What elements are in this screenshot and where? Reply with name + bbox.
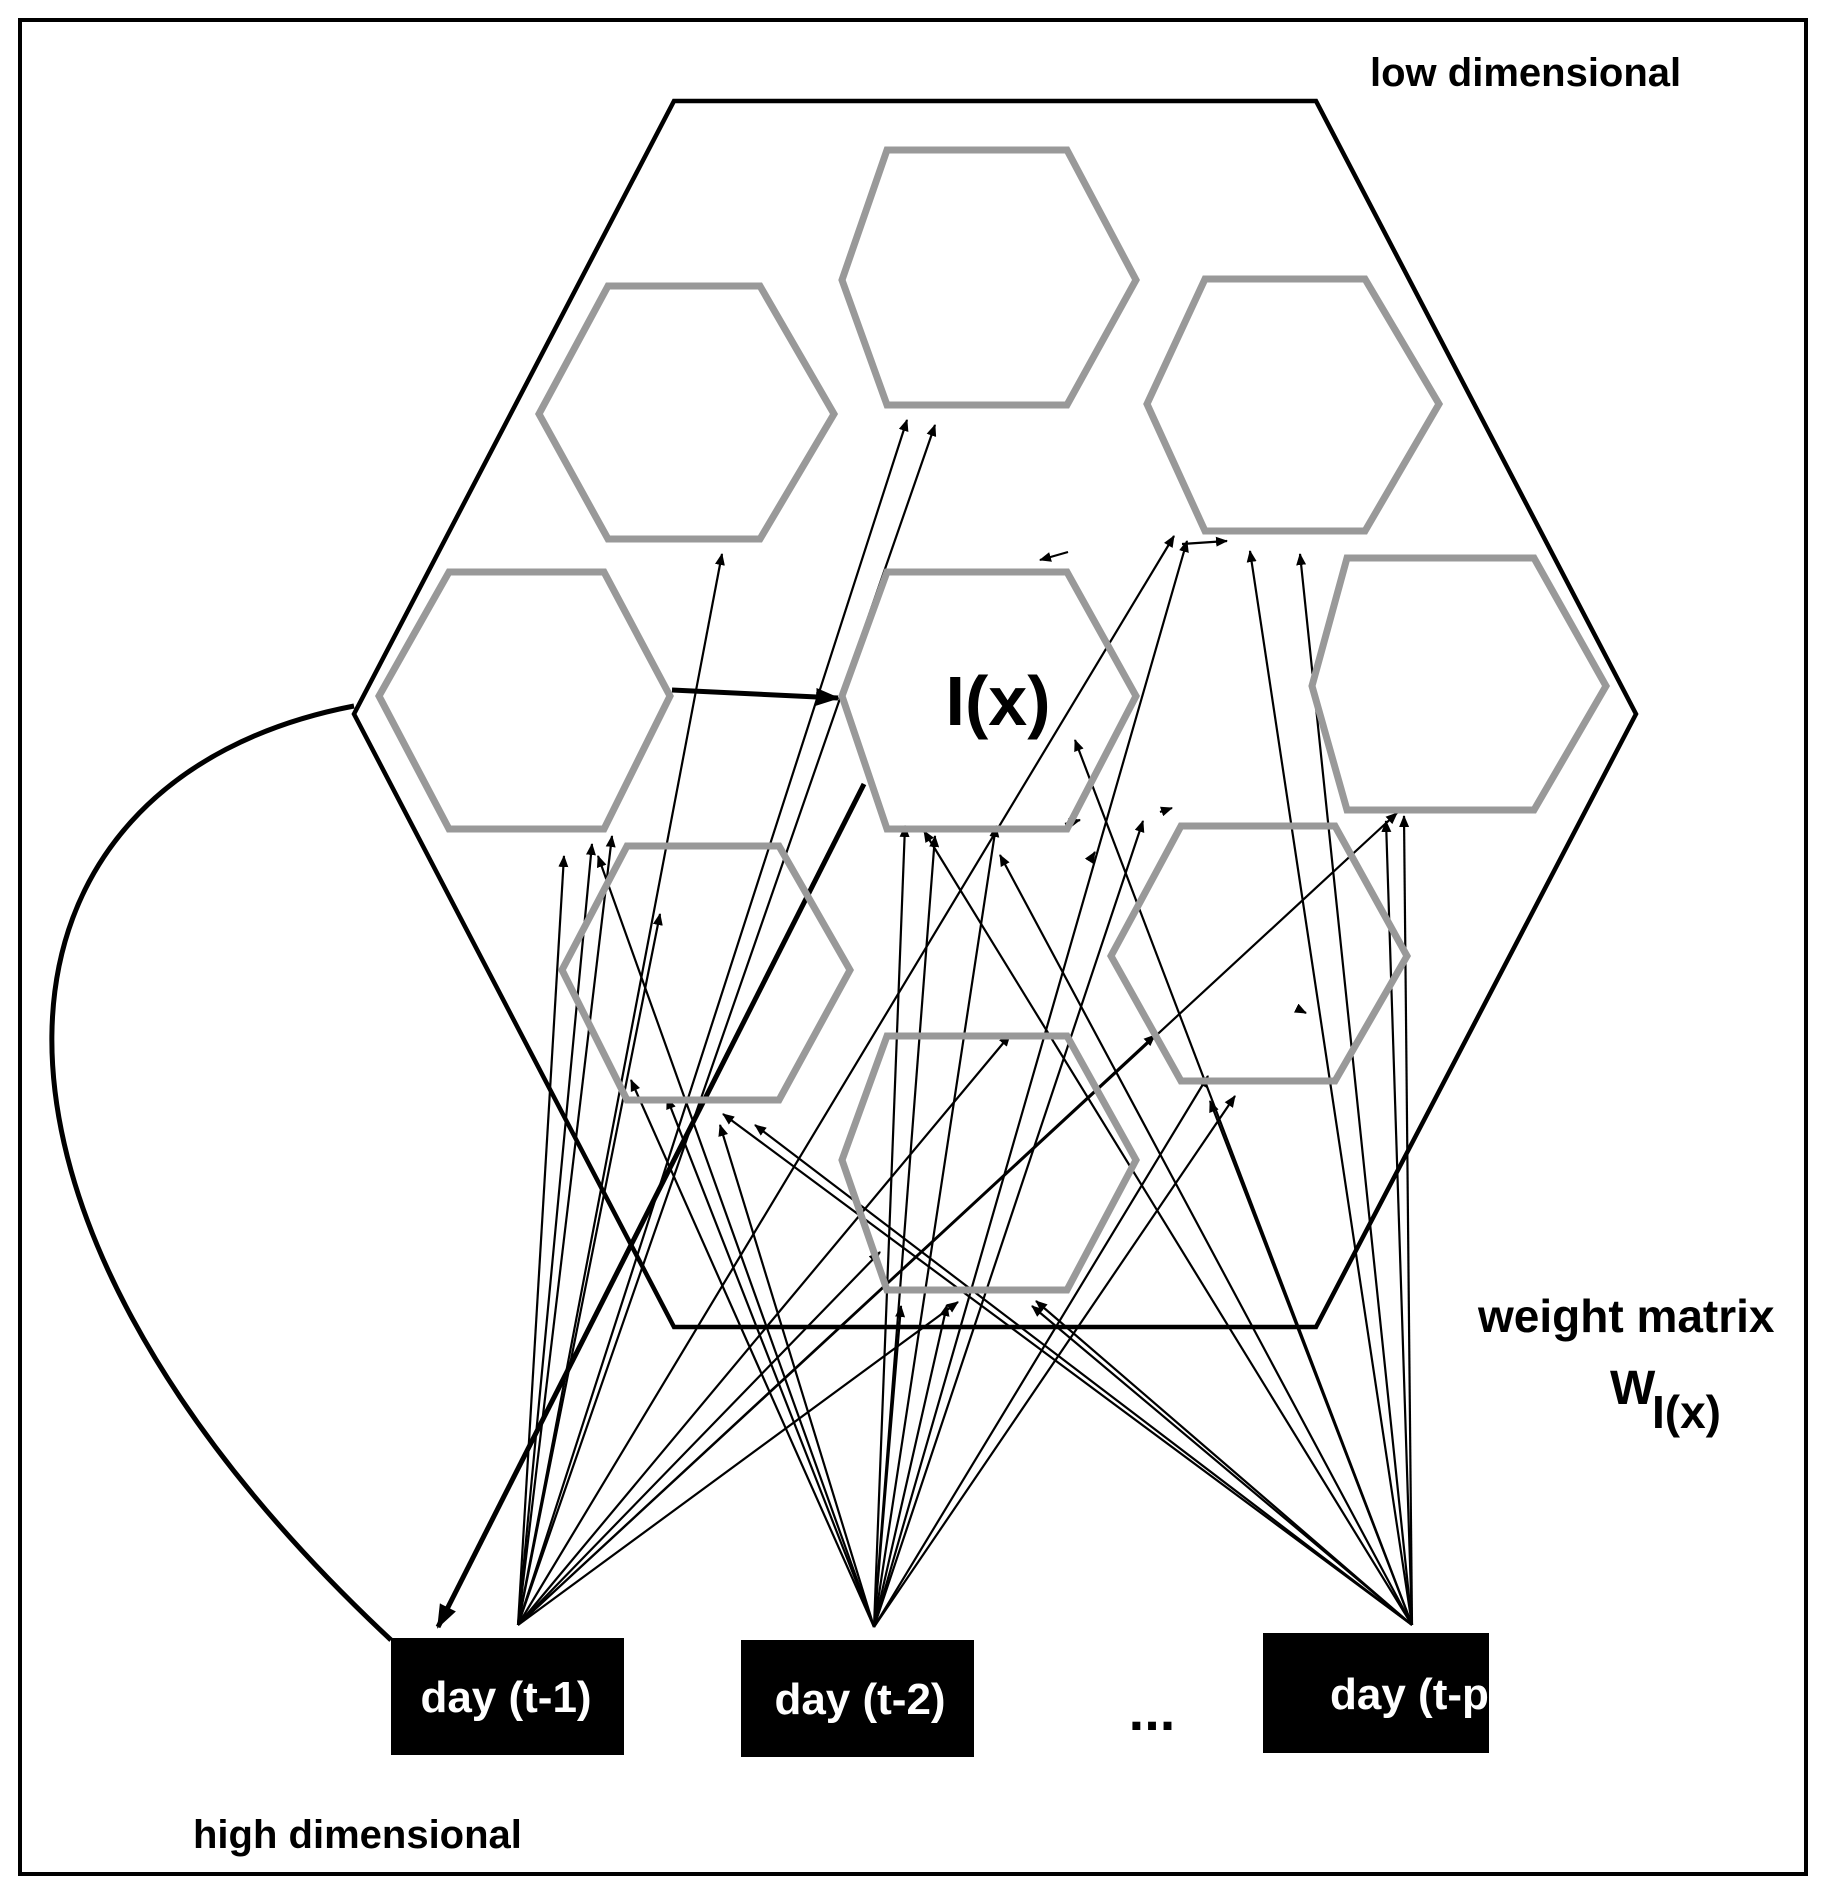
weight-symbol: W bbox=[1610, 1362, 1656, 1415]
lateral-arrow bbox=[1039, 550, 1069, 562]
som-cell-top bbox=[838, 146, 1140, 409]
connection-arrow bbox=[872, 1305, 906, 1628]
connection-arrow bbox=[516, 835, 616, 1626]
map-boundary-hexagon bbox=[351, 98, 1639, 1330]
ellipsis-label: ... bbox=[1129, 1679, 1176, 1742]
som-cell-bottom bbox=[838, 1032, 1140, 1294]
connection-arrow bbox=[517, 1251, 881, 1626]
low-dimensional-label: low dimensional bbox=[1370, 51, 1681, 95]
som-cell-lower-left bbox=[558, 842, 855, 1104]
connection-arrow bbox=[517, 812, 1398, 1626]
connection-arrow bbox=[596, 855, 876, 1628]
lateral-arrow bbox=[1159, 806, 1173, 817]
som-cell-upper-right bbox=[1143, 275, 1444, 535]
som-cell-upper-left bbox=[535, 282, 839, 543]
input-label-clip: day (t-p) bbox=[1330, 1670, 1504, 1719]
connection-arrow bbox=[1246, 550, 1414, 1626]
neighbor-update-arrow bbox=[671, 687, 840, 706]
connection-arrow bbox=[873, 1095, 1236, 1628]
lateral-arrow bbox=[1293, 1003, 1307, 1014]
connection-arrow bbox=[872, 820, 1145, 1628]
input-label: day (t-p) bbox=[1330, 1670, 1504, 1719]
connection-arrow bbox=[516, 855, 569, 1626]
frame-border bbox=[18, 18, 1808, 1876]
connection-arrow bbox=[872, 540, 1189, 1628]
lateral-arrow bbox=[1084, 851, 1096, 864]
projection-curve bbox=[49, 703, 393, 1642]
weight-matrix-label: weight matrix bbox=[1477, 1290, 1775, 1342]
connection-arrow bbox=[754, 1124, 1413, 1626]
connection-arrow bbox=[516, 419, 909, 1626]
som-cells bbox=[375, 146, 1611, 1294]
input-box bbox=[391, 1638, 624, 1755]
lateral-arrow bbox=[1181, 536, 1228, 547]
connection-arrow bbox=[517, 1301, 959, 1626]
connection-arrow bbox=[873, 1075, 1209, 1628]
connection-arrow bbox=[665, 1097, 876, 1628]
som-cell-lower-right bbox=[1107, 822, 1412, 1085]
weight-subscript: I(x) bbox=[1652, 1386, 1721, 1438]
connection-arrow bbox=[718, 1124, 876, 1628]
connection-arrow bbox=[872, 825, 1000, 1628]
connection-arrow bbox=[629, 1079, 876, 1628]
connection-arrow bbox=[516, 843, 596, 1626]
high-dimensional-label: high dimensional bbox=[193, 1813, 522, 1857]
som-cell-right bbox=[1308, 554, 1611, 814]
input-label: day (t-2) bbox=[774, 1675, 945, 1724]
som-cell-left bbox=[375, 568, 674, 833]
connection-arrow bbox=[1381, 820, 1414, 1626]
input-box bbox=[1263, 1633, 1489, 1753]
connection-arrow bbox=[722, 1113, 1413, 1626]
connection-arrow bbox=[872, 1304, 950, 1628]
connection-arrow bbox=[1073, 739, 1414, 1626]
feedback-arrow bbox=[435, 782, 867, 1629]
input-day-t-p: day (t-p) bbox=[1263, 1633, 1504, 1753]
weight-connections bbox=[49, 419, 1414, 1642]
connection-arrow bbox=[999, 854, 1413, 1626]
input-label: day (t-1) bbox=[420, 1673, 591, 1722]
connection-arrow bbox=[923, 830, 1413, 1626]
input-day-t-2: day (t-2) bbox=[741, 1640, 974, 1757]
input-day-t-1: day (t-1) bbox=[391, 1638, 624, 1755]
connection-arrow bbox=[1031, 1305, 1413, 1626]
som-cell-winner bbox=[838, 568, 1140, 833]
input-box bbox=[741, 1640, 974, 1757]
winner-cell-label: I(x) bbox=[946, 662, 1051, 740]
connection-arrow bbox=[517, 535, 1175, 1626]
connection-arrow bbox=[517, 1034, 1011, 1626]
connection-arrow bbox=[1296, 553, 1414, 1626]
